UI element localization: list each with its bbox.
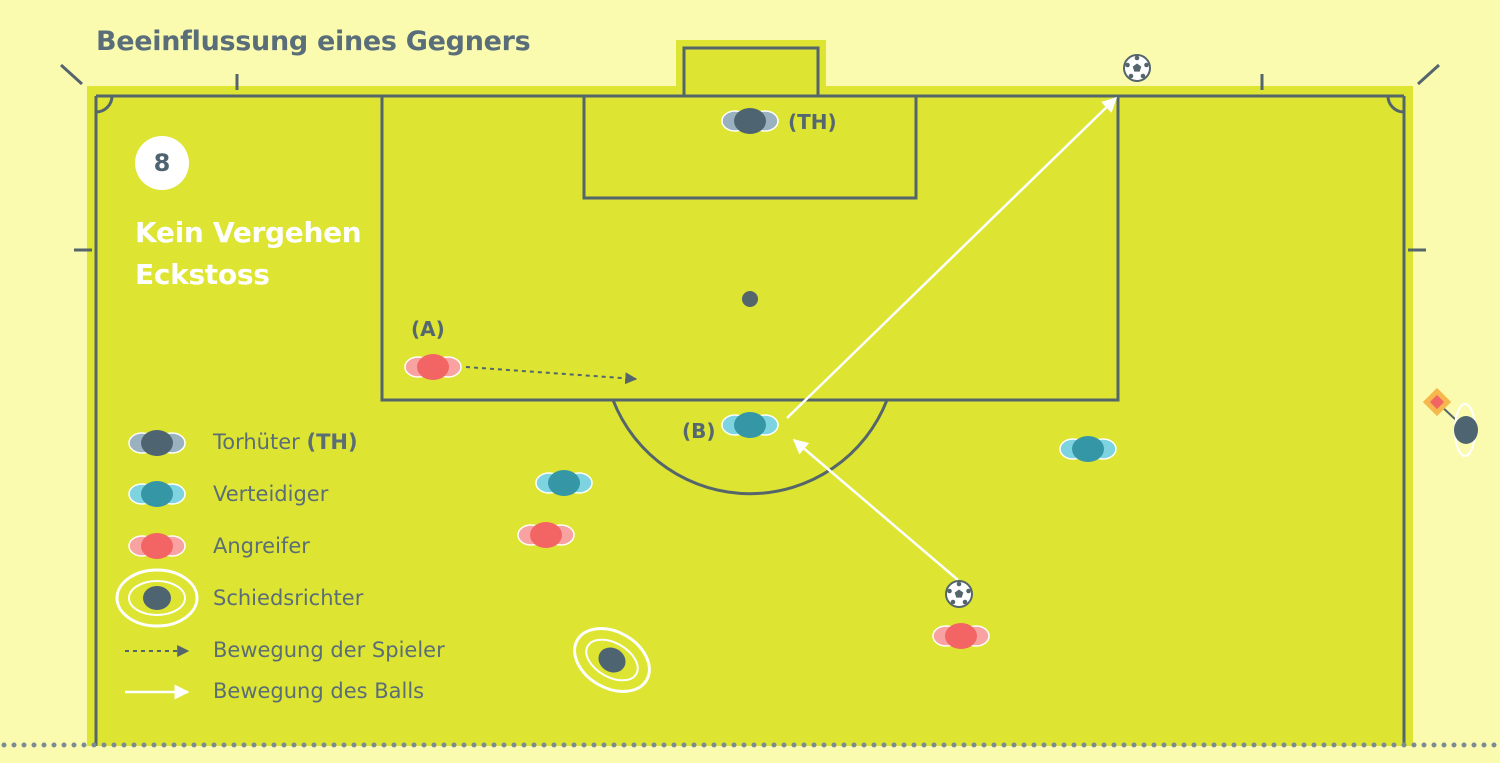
legend-attacker-icon (128, 532, 186, 560)
attacker-token-left (517, 521, 575, 549)
legend-ball-movement: Bewegung des Balls (213, 679, 425, 703)
legend-player-movement: Bewegung der Spieler (213, 638, 445, 662)
legend-goalkeeper: Torhüter (TH) (213, 430, 358, 454)
scene-number-badge: 8 (135, 136, 189, 190)
legend-goalkeeper-text: Torhüter (213, 430, 300, 454)
defender-b-label: (B) (682, 419, 716, 443)
legend-goalkeeper-icon (128, 429, 186, 457)
legend-defender: Verteidiger (213, 482, 329, 506)
assistant-referee-icon (1422, 387, 1478, 457)
goalkeeper-token (721, 107, 779, 135)
defender-token-left (535, 469, 593, 497)
ball-corner-icon (945, 580, 973, 608)
ball-top-icon (1123, 54, 1151, 82)
legend-goalkeeper-tag: (TH) (306, 430, 358, 454)
legend-referee: Schiedsrichter (213, 586, 364, 610)
ball-path-2 (786, 96, 1118, 419)
attacker-token-right (932, 622, 990, 650)
scene-heading-line2: Eckstoss (135, 258, 270, 291)
scene-heading-line1: Kein Vergehen (135, 216, 362, 249)
legend-defender-icon (128, 480, 186, 508)
legend-attacker: Angreifer (213, 534, 310, 558)
pitch-markings (59, 63, 1441, 746)
defender-token-right (1059, 435, 1117, 463)
attacker-a-label: (A) (411, 317, 445, 341)
diagram-title: Beeinflussung eines Gegners (96, 26, 531, 57)
scene-heading: Kein Vergehen Eckstoss (135, 212, 362, 296)
penalty-spot (742, 291, 758, 307)
ball-path-1 (792, 439, 959, 581)
attacker-a-token (404, 353, 462, 381)
goalkeeper-label: (TH) (788, 110, 837, 134)
defender-b-token (721, 411, 779, 439)
